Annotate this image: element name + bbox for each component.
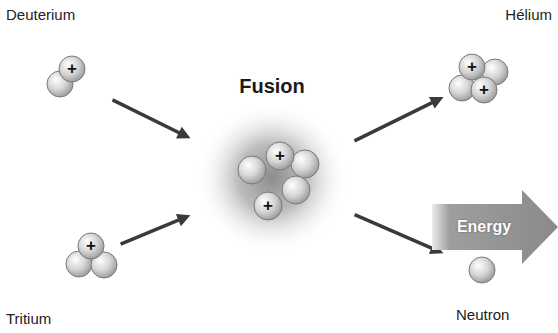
reaction-arrow [112, 100, 190, 139]
nucleon-sphere [78, 233, 104, 259]
arrow-line [121, 219, 181, 244]
particle-name: Neutron [456, 306, 509, 324]
nucleon-sphere [459, 54, 485, 80]
particle-name: Hélium [505, 6, 552, 24]
particle-drawing [195, 72, 350, 255]
arrow-head [429, 97, 444, 109]
nucleon-sphere [471, 77, 497, 103]
nucleon-sphere [266, 142, 294, 170]
tritium-nucleus: Tritium + [4, 228, 116, 330]
nucleon-sphere [238, 156, 266, 184]
nucleon-sphere [291, 150, 319, 178]
reaction-arrow [354, 97, 443, 141]
charge-sign: + [258, 196, 278, 216]
arrow-line [112, 100, 180, 134]
energy-arrow: Energy [432, 190, 558, 264]
arrow-head [176, 214, 190, 226]
neutron-particle: Neutron [448, 252, 548, 330]
nucleon-sphere [254, 192, 282, 220]
charge-sign: + [62, 59, 82, 79]
arrow-line [354, 102, 433, 141]
charge-sign: + [270, 146, 290, 166]
reaction-title: Fusion [239, 74, 305, 98]
particle-name: Tritium [6, 310, 51, 328]
nucleon-sphere [469, 257, 495, 283]
fusion-glow [196, 102, 348, 254]
energy-label: Energy [457, 217, 511, 237]
particle-name: Deuterium [6, 6, 75, 24]
reaction-arrow [355, 215, 444, 254]
arrow-head [176, 127, 191, 139]
nucleon-sphere [282, 176, 310, 204]
arrow-line [355, 215, 434, 249]
reaction-arrow [121, 214, 191, 244]
helium-nucleus: Hélium + + [448, 4, 554, 104]
fusion-reaction: Fusion + + [195, 72, 350, 255]
charge-sign: + [474, 80, 494, 100]
nucleon-sphere [59, 56, 85, 82]
deuterium-nucleus: Deuterium + [4, 4, 108, 104]
charge-sign: + [81, 236, 101, 256]
charge-sign: + [462, 57, 482, 77]
energy-arrow-shape [432, 190, 558, 264]
